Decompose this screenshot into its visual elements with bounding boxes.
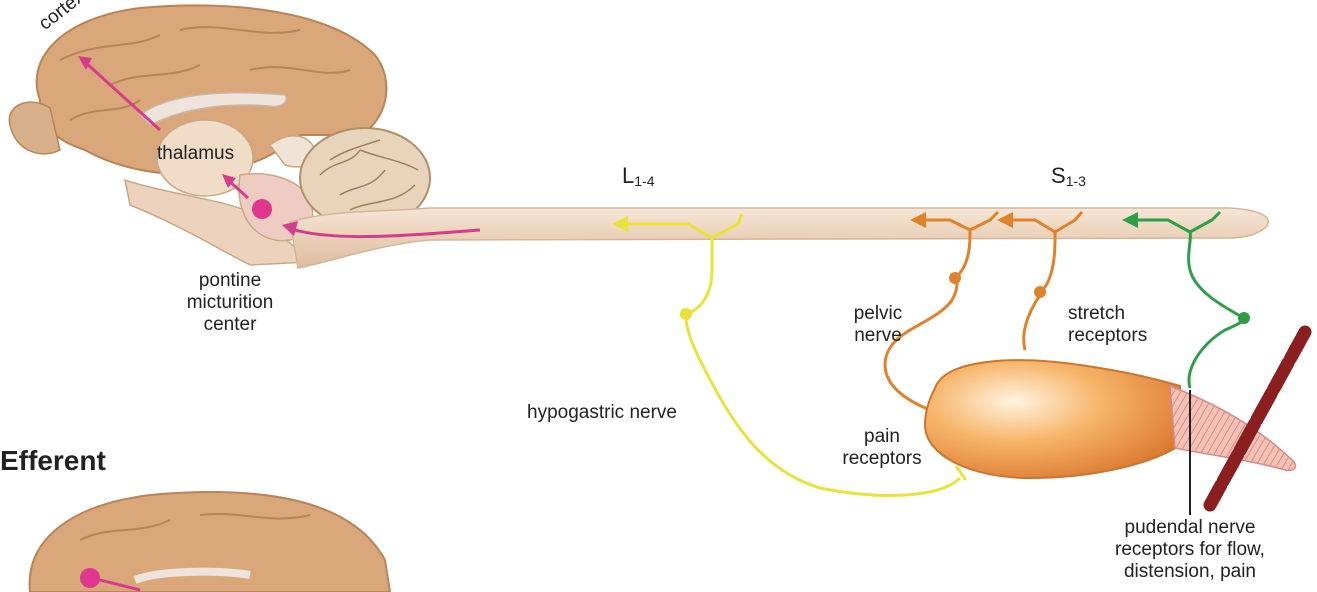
hypogastric-nerve-label: hypogastric nerve (527, 402, 677, 424)
lumbar-range: 1-4 (634, 173, 654, 189)
thalamus-label: thalamus (157, 143, 234, 165)
pain-receptors-line: receptors (827, 448, 937, 470)
receptors-line: receptors (1068, 325, 1147, 347)
spinal-cord (290, 208, 1268, 268)
stretch-receptors-label: stretch receptors (1068, 303, 1147, 347)
sacral-range: 1-3 (1066, 173, 1086, 189)
nerve-line: nerve (838, 325, 918, 347)
pudendal-line-2: receptors for flow, (1080, 539, 1300, 561)
lumbar-letter: L (622, 163, 634, 188)
pelvic-nerve-label: pelvic nerve (838, 303, 918, 347)
pudendal-line-1: pudendal nerve (1080, 517, 1300, 539)
lumbar-segment-label: L1-4 (622, 165, 654, 192)
pain-line: pain (827, 426, 937, 448)
pudendal-nerve-label: pudendal nerve receptors for flow, diste… (1080, 517, 1300, 583)
pontine-micturition-center-label: pontine micturition center (160, 270, 300, 336)
pudendal-line-3: distension, pain (1080, 561, 1300, 583)
pelvic-line: pelvic (838, 303, 918, 325)
brain-sagittal-lower (30, 492, 390, 592)
stretch-line: stretch (1068, 303, 1147, 325)
sacral-segment-label: S1-3 (1051, 165, 1086, 192)
pain-receptors-label: pain receptors (827, 426, 937, 470)
motor-cortex-dot (80, 568, 100, 588)
pontine-micturition-center-dot (252, 199, 272, 219)
sacral-letter: S (1051, 163, 1066, 188)
center-line: center (160, 314, 300, 336)
efferent-heading: Efferent (0, 450, 106, 472)
pontine-line: pontine (160, 270, 300, 292)
micturition-line: micturition (160, 292, 300, 314)
